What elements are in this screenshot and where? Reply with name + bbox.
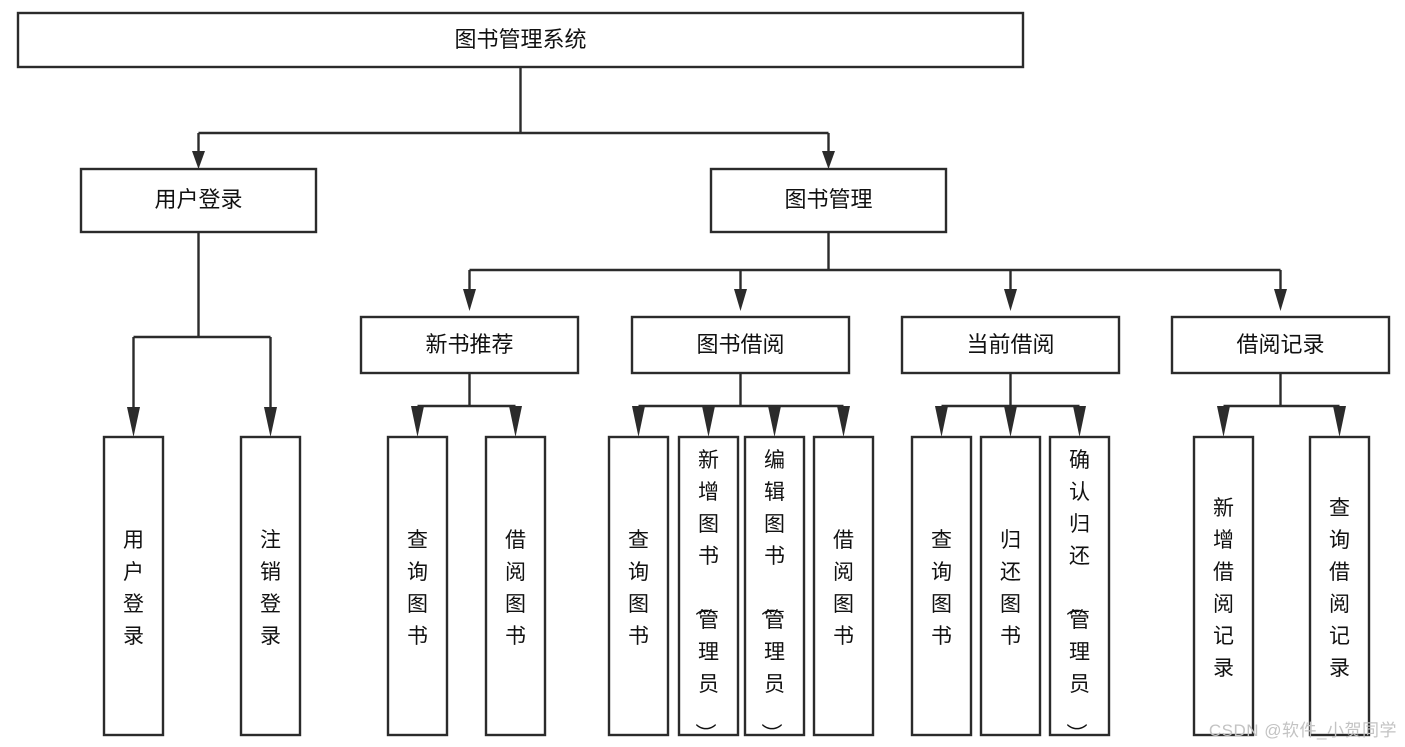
arrow-userlogin-to-leaf1: [264, 407, 277, 437]
node-user-login-label: 用户登录: [154, 187, 242, 212]
leaf-node[interactable]: 查询借阅记录: [1308, 435, 1371, 737]
leaf-confirm-return-box[interactable]: [1048, 435, 1111, 737]
leaf-borrow-book-recommend-label: 借阅图书: [505, 529, 526, 648]
leaf-edit-book-label: 编辑图书（管理员）: [759, 449, 785, 744]
arrow-bookmgmt-to-record: [1274, 289, 1287, 311]
node-user-login-box[interactable]: [79, 167, 318, 234]
arrow-bookmgmt-to-borrow: [734, 289, 747, 311]
leaf-node[interactable]: 新增借阅记录: [1192, 435, 1255, 737]
leaf-query-borrow-record-box[interactable]: [1308, 435, 1371, 737]
node-book-management-label: 图书管理: [784, 187, 872, 212]
node-new-book-recommend[interactable]: 新书推荐: [359, 315, 580, 375]
arrow-borrow-to-leaf2: [768, 406, 781, 437]
leaf-query-book-current-label: 查询图书: [931, 529, 952, 648]
leaf-node[interactable]: 编辑图书（管理员）: [743, 435, 806, 744]
leaf-edit-book-box[interactable]: [743, 435, 806, 737]
leaf-user-login-label: 用户登录: [123, 529, 144, 648]
arrow-recommend-to-leaf1: [509, 406, 522, 437]
leaf-logout-label: 注销登录: [260, 529, 281, 648]
leaf-borrow-book-recommend-box[interactable]: [484, 435, 547, 737]
node-root-box[interactable]: [16, 11, 1025, 69]
leaf-node[interactable]: 借阅图书: [812, 435, 875, 737]
node-user-login[interactable]: 用户登录: [79, 167, 318, 234]
arrow-root-to-user-login: [192, 151, 205, 169]
leaf-logout-box[interactable]: [239, 435, 302, 737]
connector-layer: [127, 67, 1346, 437]
arrow-current-to-leaf0: [935, 406, 948, 437]
node-book-borrow-label: 图书借阅: [696, 332, 784, 357]
node-current-borrow-label: 当前借阅: [966, 332, 1054, 357]
leaf-borrow-book-box[interactable]: [812, 435, 875, 737]
leaf-add-borrow-record-box[interactable]: [1192, 435, 1255, 737]
leaf-node[interactable]: 归还图书: [979, 435, 1042, 737]
leaf-node[interactable]: 借阅图书: [484, 435, 547, 737]
leaf-query-book-borrow-label: 查询图书: [628, 529, 649, 648]
leaf-query-book-current-box[interactable]: [910, 435, 973, 737]
leaf-node[interactable]: 查询图书: [386, 435, 449, 737]
arrow-borrow-to-leaf3: [837, 406, 850, 437]
leaf-query-book-recommend-box[interactable]: [386, 435, 449, 737]
leaf-query-book-borrow-box[interactable]: [607, 435, 670, 737]
arrow-current-to-leaf1: [1004, 406, 1017, 437]
node-book-management-box[interactable]: [709, 167, 948, 234]
leaf-node[interactable]: 注销登录: [239, 435, 302, 737]
node-current-borrow[interactable]: 当前借阅: [900, 315, 1121, 375]
leaf-node[interactable]: 查询图书: [910, 435, 973, 737]
leaf-query-book-recommend-label: 查询图书: [407, 529, 428, 648]
leaf-user-login-box[interactable]: [102, 435, 165, 737]
leaf-node[interactable]: 查询图书: [607, 435, 670, 737]
node-book-borrow-box[interactable]: [630, 315, 851, 375]
arrow-record-to-leaf1: [1333, 406, 1346, 437]
arrow-record-to-leaf0: [1217, 406, 1230, 437]
arrow-root-to-book-mgmt: [822, 151, 835, 169]
node-current-borrow-box[interactable]: [900, 315, 1121, 375]
leaf-add-book-label: 新增图书（管理员）: [693, 449, 719, 744]
node-borrow-record[interactable]: 借阅记录: [1170, 315, 1391, 375]
node-borrow-record-box[interactable]: [1170, 315, 1391, 375]
node-new-book-recommend-box[interactable]: [359, 315, 580, 375]
leaf-confirm-return-label: 确认归还（管理员）: [1064, 449, 1090, 744]
leaf-return-book-box[interactable]: [979, 435, 1042, 737]
leaf-query-borrow-record-label: 查询借阅记录: [1329, 497, 1350, 680]
node-new-book-recommend-label: 新书推荐: [425, 332, 513, 357]
node-borrow-record-label: 借阅记录: [1236, 332, 1324, 357]
arrow-bookmgmt-to-current: [1004, 289, 1017, 311]
leaf-node[interactable]: 确认归还（管理员）: [1048, 435, 1111, 744]
arrow-borrow-to-leaf1: [702, 406, 715, 437]
leaf-node[interactable]: 用户登录: [102, 435, 165, 737]
arrow-current-to-leaf2: [1073, 406, 1086, 437]
leaf-add-borrow-record-label: 新增借阅记录: [1213, 497, 1234, 680]
leaf-node[interactable]: 新增图书（管理员）: [677, 435, 740, 744]
arrow-bookmgmt-to-recommend: [463, 289, 476, 311]
node-book-management[interactable]: 图书管理: [709, 167, 948, 234]
leaf-borrow-book-label: 借阅图书: [833, 529, 854, 648]
leaf-add-book-box[interactable]: [677, 435, 740, 737]
arrow-borrow-to-leaf0: [632, 406, 645, 437]
arrow-userlogin-to-leaf0: [127, 407, 140, 437]
node-root-label: 图书管理系统: [454, 27, 586, 52]
arrow-recommend-to-leaf0: [411, 406, 424, 437]
leaf-return-book-label: 归还图书: [1000, 529, 1021, 648]
node-root[interactable]: 图书管理系统: [16, 11, 1025, 69]
node-book-borrow[interactable]: 图书借阅: [630, 315, 851, 375]
